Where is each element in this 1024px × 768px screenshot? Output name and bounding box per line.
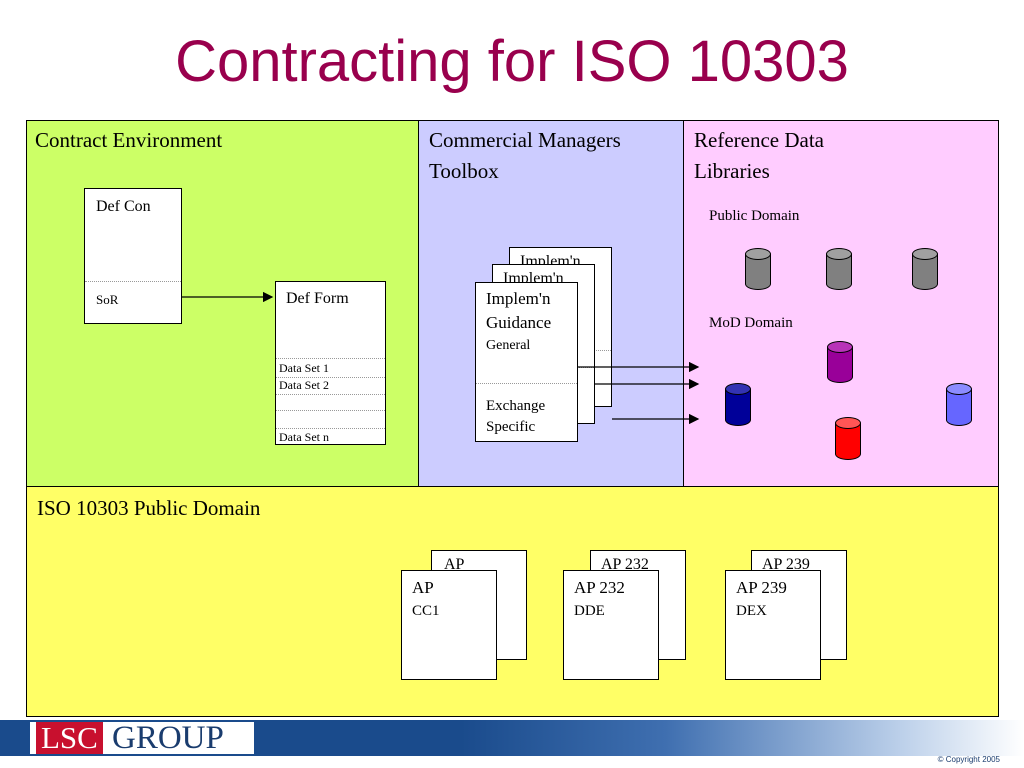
contract-environment-panel: Contract Environment Def Con SoR Def For… [26, 120, 419, 487]
database-cylinder-public-1 [745, 248, 771, 290]
sor-label: SoR [96, 292, 119, 307]
def-con-label: Def Con [96, 198, 151, 215]
database-cylinder-public-3 [912, 248, 938, 290]
database-cylinder-mod-purple [827, 341, 853, 383]
iso-title: ISO 10303 Public Domain [37, 496, 261, 520]
exchange-label: Exchange [486, 398, 546, 414]
logo-lsc-text: LSC [36, 722, 103, 754]
ap-cc1-document: AP CC1 [401, 570, 497, 680]
ap-name-label: AP 232 [574, 578, 625, 597]
contract-environment-title: Contract Environment [35, 128, 223, 152]
def-form-document: Def Form Data Set 1 Data Set 2 Data Set … [275, 281, 386, 445]
def-con-document: Def Con SoR [84, 188, 182, 324]
database-cylinder-mod-red [835, 417, 861, 460]
specific-label: Specific [486, 419, 536, 435]
rdl-title-line2: Libraries [694, 159, 770, 183]
slide-title: Contracting for ISO 10303 [175, 29, 849, 94]
ap-name-label: AP 239 [736, 578, 787, 597]
public-domain-label: Public Domain [709, 208, 800, 224]
data-set-row: Data Set 2 [279, 378, 329, 392]
guidance-document-front: Implem'n Guidance General Exchange Speci… [475, 282, 578, 442]
def-form-label: Def Form [286, 290, 349, 307]
divider [85, 281, 181, 282]
ap-239-document: AP 239 DEX [725, 570, 821, 680]
divider [276, 410, 385, 411]
ap-back-label: AP 239 [762, 556, 810, 573]
divider [276, 428, 385, 429]
database-cylinder-mod-dark-blue [725, 383, 751, 426]
ap-sub-label: DDE [574, 603, 605, 619]
database-cylinder-mod-light-blue [946, 383, 972, 426]
divider [276, 358, 385, 359]
data-set-row: Data Set n [279, 430, 329, 444]
guidance-general-label: General [486, 338, 531, 353]
data-set-row: Data Set 1 [279, 361, 329, 375]
ap-name-label: AP [412, 578, 434, 597]
ap-back-label: AP 232 [601, 556, 649, 573]
guidance-label-line1: Implem'n [486, 289, 551, 308]
lsc-group-logo: LSC GROUP [30, 720, 254, 756]
logo-group-text: GROUP [112, 720, 224, 756]
ap-sub-label: CC1 [412, 603, 440, 619]
divider [476, 383, 577, 384]
ap-232-document: AP 232 DDE [563, 570, 659, 680]
cmt-title-line1: Commercial Managers [429, 128, 621, 152]
ap-sub-label: DEX [736, 603, 767, 619]
mod-domain-label: MoD Domain [709, 315, 793, 331]
cmt-title-line2: Toolbox [429, 159, 499, 183]
rdl-title-line1: Reference Data [694, 128, 824, 152]
database-cylinder-public-2 [826, 248, 852, 290]
copyright-text: © Copyright 2005 [937, 755, 1000, 764]
divider [276, 394, 385, 395]
ap-back-label: AP [444, 556, 465, 573]
guidance-label-line2: Guidance [486, 313, 552, 332]
divider [276, 377, 385, 378]
